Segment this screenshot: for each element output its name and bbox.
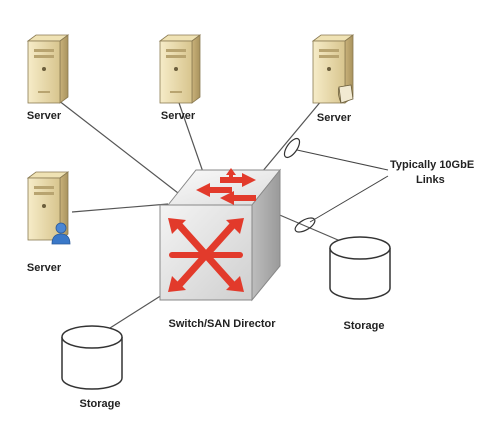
- link-marker-upper: [283, 137, 301, 159]
- link-marker-lower: [294, 217, 316, 233]
- switch-label: Switch/SAN Director: [168, 318, 276, 330]
- server-2-label: Server: [160, 110, 196, 122]
- callout-line-lower: [309, 175, 389, 223]
- document-icon: [337, 84, 354, 104]
- server-3: [311, 34, 355, 104]
- server-2: [158, 34, 202, 104]
- switch-top-arrows: [196, 168, 256, 205]
- callout-lines: [296, 149, 389, 223]
- switch-cube: [159, 168, 282, 302]
- server-4: [26, 171, 71, 245]
- storage-right: [329, 236, 391, 300]
- user-icon: [51, 222, 71, 245]
- storage-left: [61, 325, 123, 390]
- server-3-label: Server: [316, 112, 352, 124]
- storage-right-label: Storage: [343, 320, 385, 332]
- callout-label-line1: Typically 10GbE: [390, 159, 475, 171]
- link-server-4: [71, 203, 169, 213]
- server-1-label: Server: [26, 110, 62, 122]
- server-4-label: Server: [26, 262, 62, 274]
- callout-label-line2: Links: [416, 174, 445, 186]
- switch-front-arrows: [168, 218, 244, 292]
- link-server-1: [44, 89, 201, 211]
- callout-line-upper: [296, 149, 389, 171]
- server-1: [26, 34, 70, 104]
- storage-left-label: Storage: [79, 398, 121, 410]
